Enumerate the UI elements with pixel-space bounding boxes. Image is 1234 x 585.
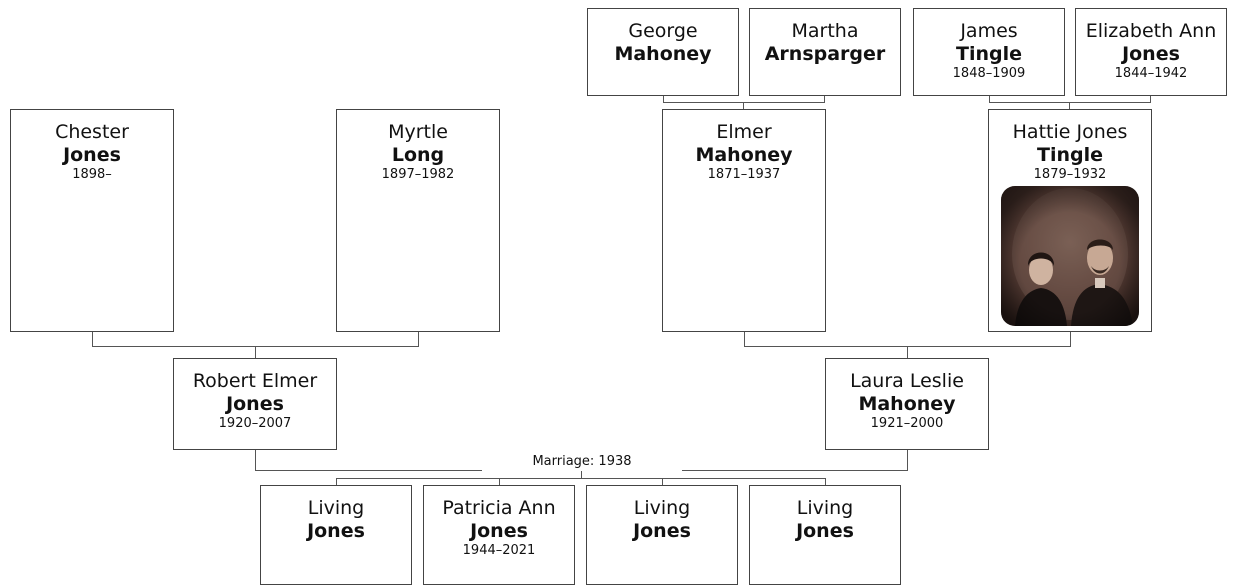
life-dates: 1844–1942 — [1114, 66, 1188, 81]
given-name: Patricia Ann — [442, 497, 556, 519]
connector — [662, 478, 663, 486]
given-name: Elizabeth Ann — [1085, 20, 1217, 42]
surname: Tingle — [1037, 144, 1103, 166]
person-martha-arnsparger[interactable]: Martha Arnsparger — [749, 8, 901, 96]
connector — [825, 478, 826, 486]
life-dates: 1848–1909 — [952, 66, 1026, 81]
connector — [907, 346, 908, 359]
life-dates: 1871–1937 — [707, 167, 781, 182]
portrait-image — [1001, 186, 1139, 326]
connector — [743, 102, 744, 110]
connector — [336, 478, 337, 486]
person-living-jones-3[interactable]: Living Jones — [749, 485, 901, 585]
connector — [255, 449, 256, 470]
person-patricia-ann-jones[interactable]: Patricia Ann Jones 1944–2021 — [423, 485, 575, 585]
given-name: Laura Leslie — [850, 370, 964, 392]
given-name: Living — [307, 497, 365, 519]
portrait-photo[interactable] — [1001, 186, 1139, 326]
connector — [989, 102, 1151, 103]
connector — [663, 95, 664, 103]
given-name: Elmer — [716, 121, 772, 143]
connector — [744, 331, 745, 346]
surname: Tingle — [956, 43, 1022, 65]
connector — [499, 478, 500, 486]
surname: Jones — [1122, 43, 1180, 65]
person-laura-leslie-mahoney[interactable]: Laura Leslie Mahoney 1921–2000 — [825, 358, 989, 450]
surname: Mahoney — [695, 144, 793, 166]
connector — [336, 478, 826, 479]
person-living-jones-2[interactable]: Living Jones — [586, 485, 738, 585]
surname: Long — [391, 144, 445, 166]
person-elmer-mahoney[interactable]: Elmer Mahoney 1871–1937 — [662, 109, 826, 332]
connector — [92, 331, 93, 346]
marriage-label: Marriage: 1938 — [482, 453, 682, 471]
connector — [824, 95, 825, 103]
person-george-mahoney[interactable]: George Mahoney — [587, 8, 739, 96]
surname: Jones — [633, 520, 691, 542]
given-name: Living — [633, 497, 691, 519]
person-elizabeth-ann-jones[interactable]: Elizabeth Ann Jones 1844–1942 — [1075, 8, 1227, 96]
life-dates: 1897–1982 — [381, 167, 455, 182]
person-myrtle-long[interactable]: Myrtle Long 1897–1982 — [336, 109, 500, 332]
life-dates: 1921–2000 — [870, 416, 944, 431]
connector — [581, 470, 582, 478]
surname: Jones — [470, 520, 528, 542]
person-hattie-jones-tingle[interactable]: Hattie Jones Tingle 1879–1932 — [988, 109, 1152, 332]
connector — [418, 331, 419, 346]
given-name: Living — [796, 497, 854, 519]
connector — [907, 449, 908, 470]
surname: Jones — [307, 520, 365, 542]
given-name: James — [960, 20, 1018, 42]
life-dates: 1944–2021 — [462, 543, 536, 558]
life-dates: 1898– — [72, 167, 112, 182]
surname: Mahoney — [858, 393, 956, 415]
given-name: Hattie Jones — [1012, 121, 1128, 143]
given-name: Myrtle — [388, 121, 448, 143]
surname: Jones — [63, 144, 121, 166]
connector — [255, 346, 256, 359]
surname: Jones — [796, 520, 854, 542]
given-name: Martha — [791, 20, 859, 42]
connector — [1069, 102, 1070, 110]
person-chester-jones[interactable]: Chester Jones 1898– — [10, 109, 174, 332]
surname: Jones — [226, 393, 284, 415]
connector — [1070, 331, 1071, 346]
given-name: Chester — [55, 121, 129, 143]
person-james-tingle[interactable]: James Tingle 1848–1909 — [913, 8, 1065, 96]
surname: Arnsparger — [764, 43, 886, 65]
surname: Mahoney — [614, 43, 712, 65]
person-living-jones-1[interactable]: Living Jones — [260, 485, 412, 585]
life-dates: 1920–2007 — [218, 416, 292, 431]
life-dates: 1879–1932 — [1033, 167, 1107, 182]
connector — [1150, 95, 1151, 103]
connector — [663, 102, 825, 103]
given-name: George — [628, 20, 698, 42]
connector — [989, 95, 990, 103]
person-robert-elmer-jones[interactable]: Robert Elmer Jones 1920–2007 — [173, 358, 337, 450]
given-name: Robert Elmer — [192, 370, 318, 392]
